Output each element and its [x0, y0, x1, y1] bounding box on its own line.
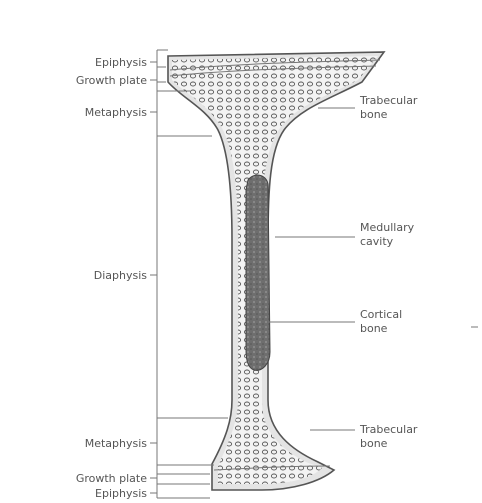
label-trabecular-bone-bottom-line2: bone [360, 437, 388, 450]
label-growth-plate-bottom: Growth plate [76, 472, 147, 485]
right-labels: Trabecular bone Medullary cavity Cortica… [359, 94, 418, 450]
label-medullary-cavity-line2: cavity [360, 235, 394, 248]
label-metaphysis-bottom: Metaphysis [85, 437, 148, 450]
label-trabecular-bone-top-line2: bone [360, 108, 388, 121]
right-leaders [268, 108, 355, 430]
label-diaphysis: Diaphysis [94, 269, 148, 282]
label-trabecular-bone-bottom-line1: Trabecular [359, 423, 418, 436]
label-epiphysis-bottom: Epiphysis [95, 487, 147, 500]
label-metaphysis-top: Metaphysis [85, 106, 148, 119]
label-growth-plate-top: Growth plate [76, 74, 147, 87]
label-epiphysis-top: Epiphysis [95, 56, 147, 69]
bone-shape [168, 52, 384, 490]
medullary-cavity-shape [246, 175, 270, 370]
label-cortical-bone-line2: bone [360, 322, 388, 335]
left-labels: Epiphysis Growth plate Metaphysis Diaphy… [76, 56, 147, 500]
label-cortical-bone-line1: Cortical [360, 308, 402, 321]
trabecular-bone-region [172, 56, 378, 484]
label-trabecular-bone-top-line1: Trabecular [359, 94, 418, 107]
label-medullary-cavity-line1: Medullary [360, 221, 415, 234]
